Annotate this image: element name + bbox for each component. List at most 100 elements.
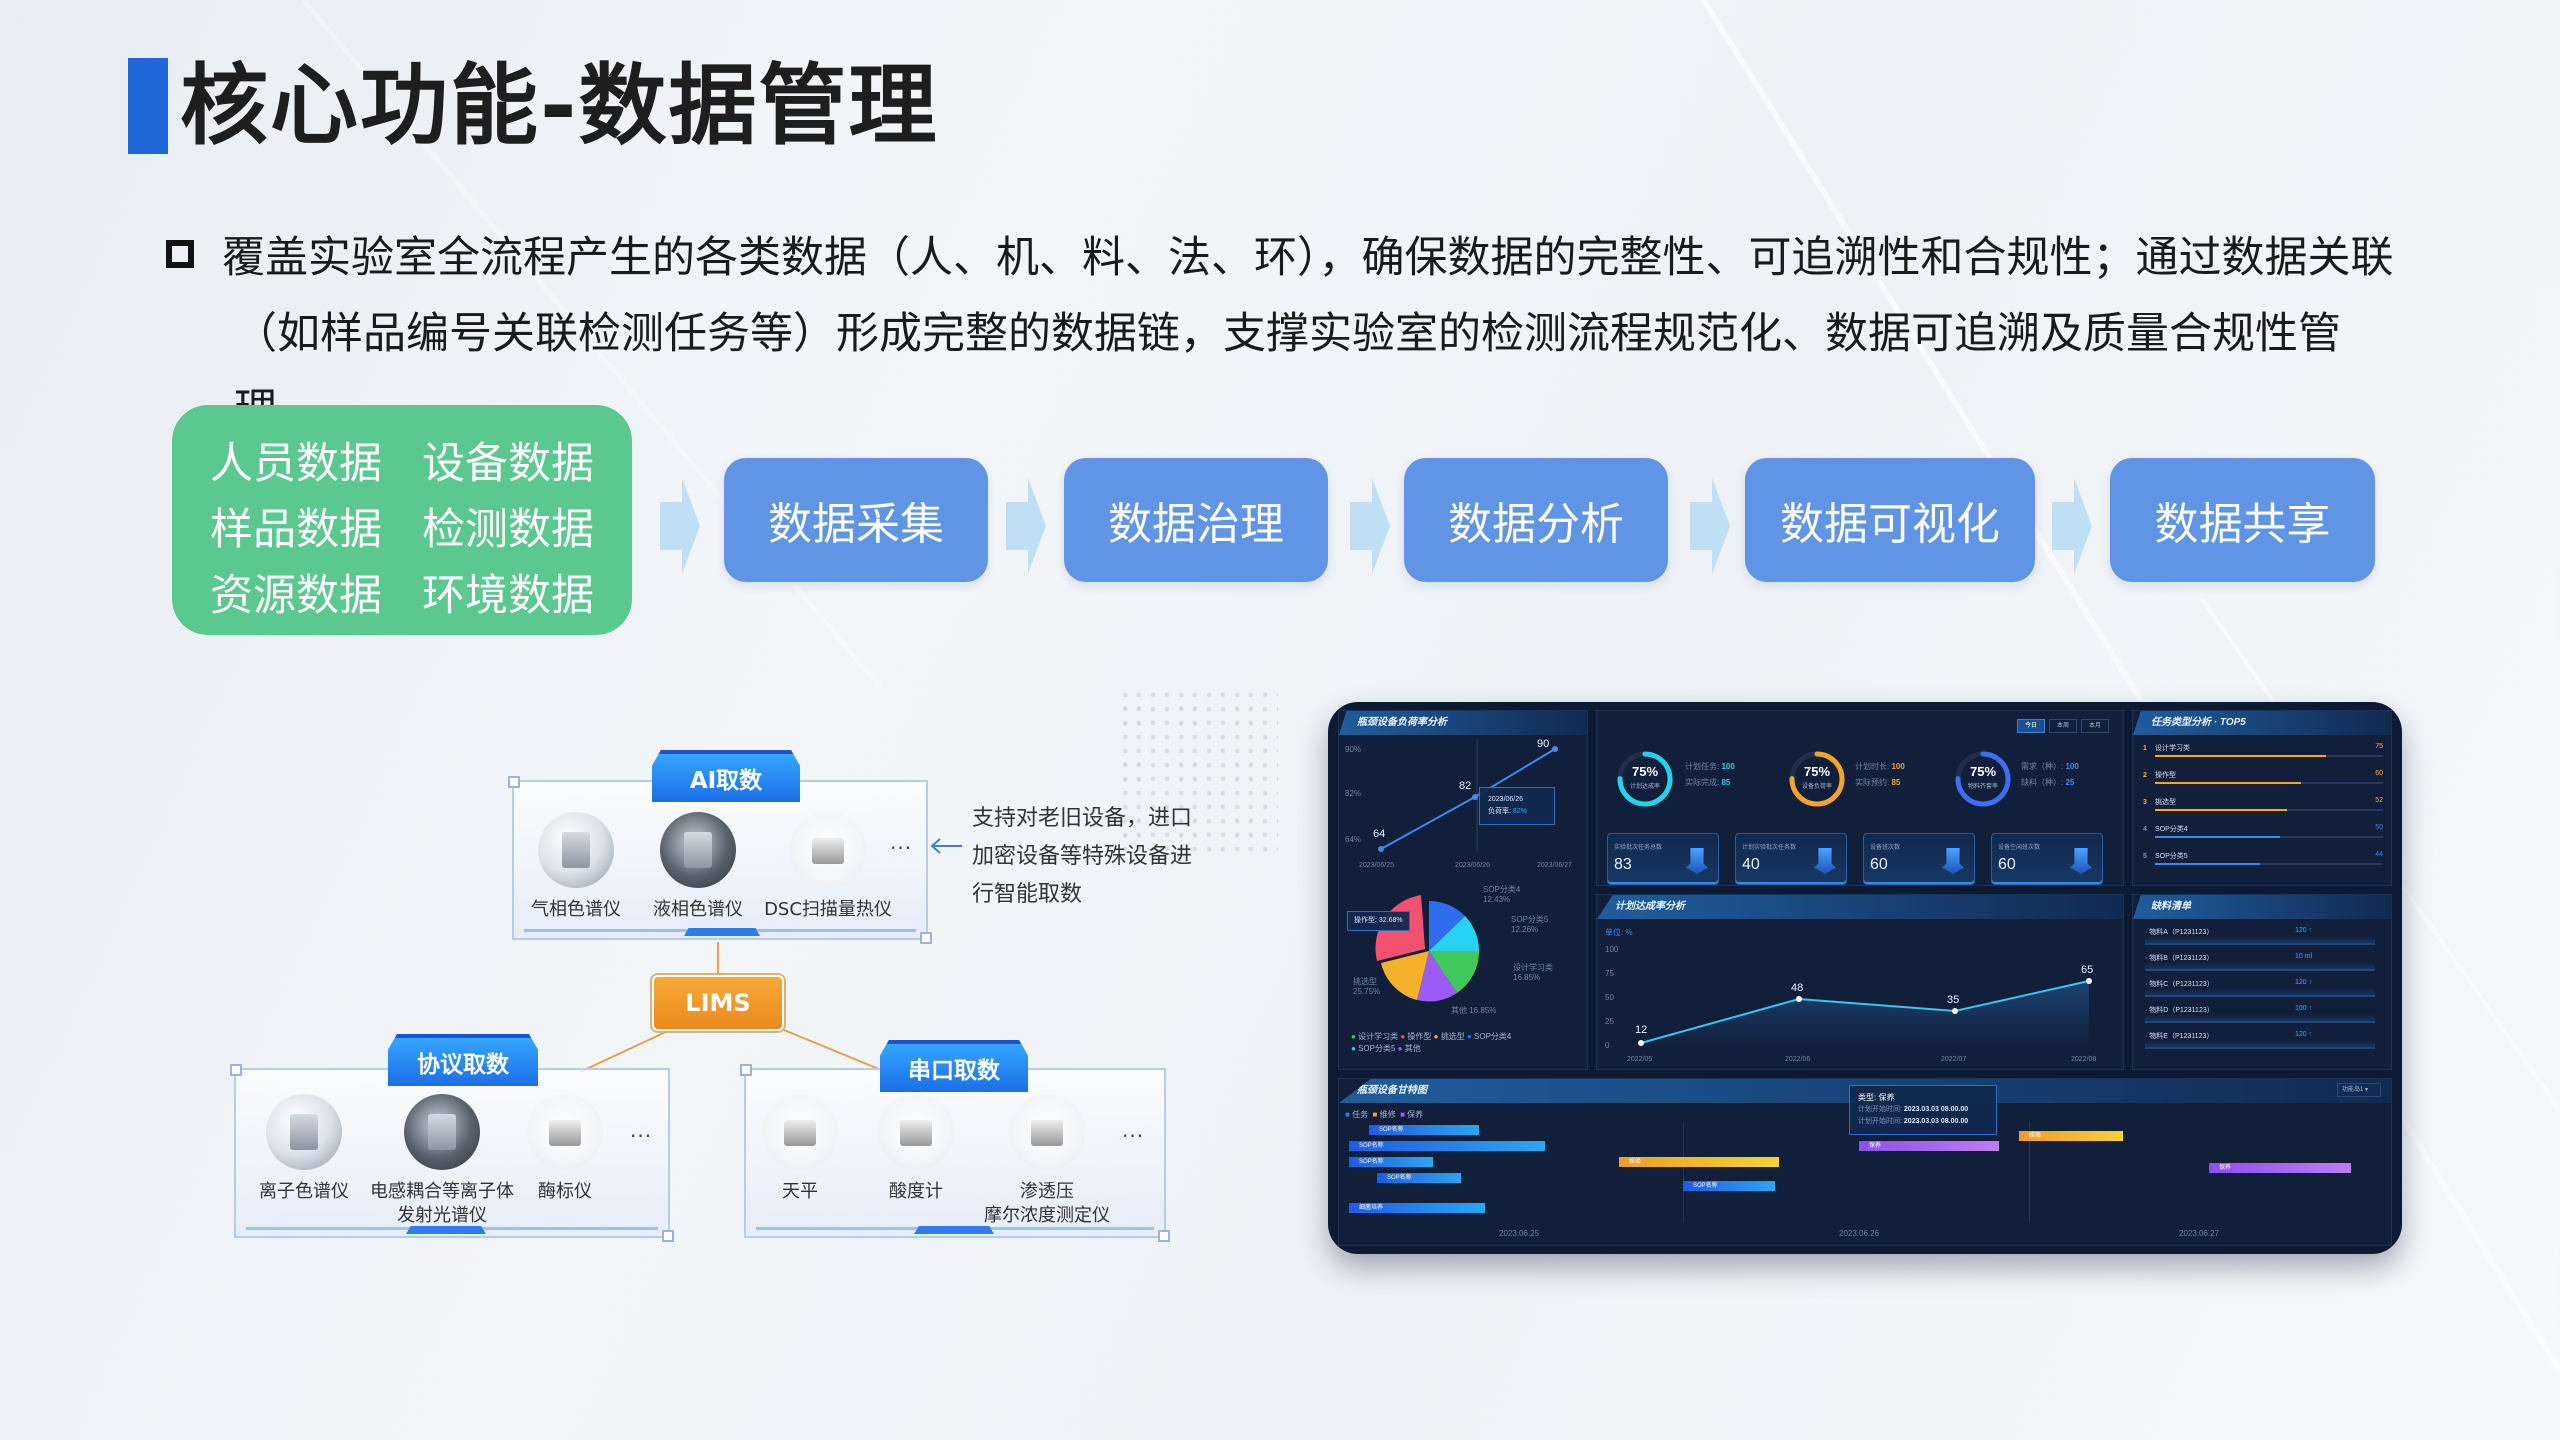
arrow-left-icon [930,838,962,854]
device-ion-chromatograph: 离子色谱仪 [252,1094,356,1204]
material-row: · 物料C（P1231123）120 ↑ [2145,979,2375,997]
range-week-button[interactable]: 本周 [2049,719,2077,733]
protocol-acquisition-tag: 协议取数 [388,1034,538,1086]
clipboard-icon [1814,848,1836,874]
svg-text:35: 35 [1947,994,1959,1006]
connector-line [717,942,719,976]
ion-chromatograph-image [266,1094,342,1170]
svg-text:64: 64 [1373,828,1385,840]
decorative-dot-grid [1118,688,1278,858]
task-type-pie-chart [1375,895,1480,1002]
svg-text:65: 65 [2081,964,2093,976]
svg-text:12: 12 [1635,1024,1647,1036]
flow-arrow-icon [2052,478,2092,574]
description: 覆盖实验室全流程产生的各类数据（人、机、料、法、环），确保数据的完整性、可追溯性… [222,220,2422,448]
svg-text:2022/07: 2022/07 [1941,1056,1966,1063]
gantt-legend: ■ 任务 ■ 维修 ■ 保养 [1345,1110,1424,1119]
hourglass-icon [2070,848,2092,874]
svg-text:2022/08: 2022/08 [2071,1056,2096,1063]
svg-text:2022/05: 2022/05 [1627,1056,1652,1063]
svg-text:90: 90 [1537,739,1549,750]
page-title: 核心功能-数据管理 [180,54,939,157]
svg-text:2023/06/26: 2023/06/26 [1455,862,1490,869]
title-accent-bar [128,58,168,154]
icp-oes-image [404,1094,480,1170]
device-gas-chromatograph: 气相色谱仪 [528,812,624,922]
device-icp-oes: 电感耦合等离子体发射光谱仪 [362,1094,522,1228]
flow-arrow-icon [1690,478,1730,574]
load-rate-title: 瓶颈设备负荷率分析 [1339,711,1587,735]
ph-meter-image [878,1094,954,1170]
load-rate-line-chart: 64 82 90 2023/06/25 2023/06/26 2023/06/2… [1359,739,1572,869]
flow-arrow-icon [660,478,700,574]
more-devices-ellipsis: ··· [630,1124,653,1148]
material-row: · 物料E（P1231123）120 ↑ [2145,1031,2375,1049]
osmometer-image [1009,1094,1085,1170]
flow-step-share[interactable]: 数据共享 [2110,458,2375,582]
device-balance: 天平 [760,1094,840,1204]
equipment-gantt-panel: 瓶颈设备甘特图 功能岛1 ▾ ■ 任务 ■ 维修 ■ 保养 SOP名称 SOP名… [1338,1078,2392,1246]
source-personnel: 人员数据 [210,439,382,489]
plan-achievement-line-chart: 12 48 35 65 2022/05 2022/06 2022/07 2022… [1627,964,2096,1063]
plan-achievement-panel: 计划达成率分析 单位: % 100 75 50 25 0 12 48 35 65… [1596,894,2124,1070]
material-shortage-panel: 缺料清单 · 物料A（P1231123）120 ↑ · 物料B（P1231123… [2132,894,2392,1070]
function-island-dropdown[interactable]: 功能岛1 ▾ [2337,1083,2381,1097]
connector-lines [579,1029,887,1072]
ai-acquisition-note: 支持对老旧设备，进口加密设备等特殊设备进行智能取数 [972,806,1193,907]
source-resource: 资源数据 [210,571,382,621]
flow-step-visualize[interactable]: 数据可视化 [1745,458,2035,582]
flow-step-govern[interactable]: 数据治理 [1064,458,1328,582]
clipboard-icon [1686,848,1708,874]
more-devices-ellipsis: ··· [1122,1124,1145,1148]
lims-node: LIMS [652,975,784,1031]
load-rate-tooltip: 2023/06/26 负荷率: 82% [1479,787,1555,825]
gas-chromatograph-image [538,812,614,888]
bullet-square-icon [166,240,194,268]
balance-image [762,1094,838,1170]
ai-acquisition-tag: AI取数 [652,750,800,802]
equipment-load-ring: 75% 设备负荷率 [1787,749,1847,809]
plan-achievement-ring: 75% 计划达成率 [1615,749,1675,809]
flow-step-analyze[interactable]: 数据分析 [1404,458,1668,582]
data-sources-box: 人员数据设备数据 样品数据检测数据 资源数据环境数据 [172,405,632,635]
description-line-1: 覆盖实验室全流程产生的各类数据（人、机、料、法、环），确保数据的完整性、可追溯性… [222,233,2394,283]
source-equipment: 设备数据 [422,439,594,489]
material-row: · 物料D（P1231123）100 ↑ [2145,1005,2375,1023]
description-line-2: （如样品编号关联检测任务等）形成完整的数据链，支撑实验室的检测流程规范化、数据可… [234,309,2341,435]
flow-arrow-icon [1350,478,1390,574]
svg-text:2022/06: 2022/06 [1785,1056,1810,1063]
dsc-calorimeter-image [790,812,866,888]
pie-highlight-label: 操作型: 32.68% [1347,911,1410,931]
svg-text:2023/06/25: 2023/06/25 [1359,862,1394,869]
liquid-chromatograph-image [660,812,736,888]
dashboard-screenshot: 瓶颈设备负荷率分析 90% 82% 64% 64 82 90 2023/06/2… [1328,702,2402,1254]
svg-text:48: 48 [1791,982,1803,994]
equipment-icon [1942,848,1964,874]
device-liquid-chromatograph: 液相色谱仪 [648,812,748,922]
flow-step-collect[interactable]: 数据采集 [724,458,988,582]
range-today-button[interactable]: 今日 [2017,719,2045,733]
microplate-reader-image [527,1094,603,1170]
material-row: · 物料B（P1231123）10 ml [2145,953,2375,971]
material-row: · 物料A（P1231123）120 ↑ [2145,927,2375,945]
range-month-button[interactable]: 本月 [2081,719,2109,733]
source-environment: 环境数据 [422,571,594,621]
load-rate-panel: 瓶颈设备负荷率分析 90% 82% 64% 64 82 90 2023/06/2… [1338,710,1588,1070]
source-testing: 检测数据 [422,505,594,555]
more-devices-ellipsis: ··· [890,836,913,860]
device-dsc-calorimeter: DSC扫描量热仪 [760,812,896,922]
pie-legend: ● 设计学习类 ● 操作型 ● 挑选型 ● SOP分类4 ● SOP分类5 ● … [1351,1032,1512,1053]
material-kit-ring: 75% 物料齐套率 [1953,749,2013,809]
device-microplate-reader: 酶标仪 [522,1094,608,1204]
svg-text:2023/06/27: 2023/06/27 [1537,862,1572,869]
